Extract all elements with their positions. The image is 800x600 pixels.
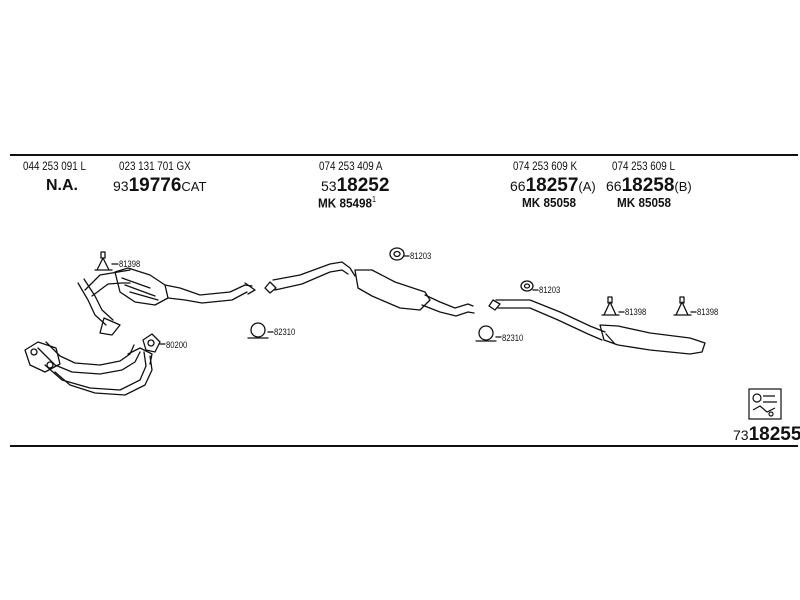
callout-hanger-rear-2: 81398 — [697, 307, 719, 317]
top-rule — [10, 154, 798, 156]
callout-hanger-rear-1: 81398 — [625, 307, 647, 317]
article-18252: 5318252 — [321, 176, 389, 195]
mk-reference-85058-b: MK 85058 — [617, 196, 671, 209]
article-suffix: (A) — [578, 179, 596, 194]
mk-prefix: MK — [522, 195, 541, 210]
rubber-hanger-rear-2 — [673, 296, 697, 316]
callout-ring-rear: 81203 — [539, 285, 561, 295]
callout-clamp-middle: 82310 — [274, 327, 296, 337]
article-suffix: CAT — [181, 179, 207, 194]
rubber-hanger-rear-1 — [601, 296, 625, 316]
sealing-ring-middle — [389, 247, 410, 261]
mk-reference-85498: MK 854981 — [318, 195, 377, 211]
front-downpipe — [24, 341, 153, 396]
callout-ring-middle: 81203 — [410, 251, 432, 261]
mk-prefix: MK — [617, 195, 636, 210]
article-number: 18257 — [525, 175, 579, 196]
mk-number: 85058 — [543, 195, 576, 210]
kit-article-18255: 7318255 — [733, 425, 800, 444]
rubber-hanger-front — [94, 251, 119, 271]
part-number-074-253-609-k: 074 253 609 K — [513, 159, 578, 173]
callout-clamp-rear: 82310 — [502, 333, 524, 343]
gasket-front — [142, 333, 166, 353]
middle-silencer — [264, 261, 475, 317]
article-prefix: 66 — [606, 178, 622, 194]
mk-number: 85498 — [339, 195, 372, 211]
article-prefix: 66 — [510, 178, 526, 194]
mk-prefix: MK — [318, 195, 337, 211]
kit-article-number: 18255 — [748, 424, 800, 445]
article-number: 18258 — [621, 175, 675, 196]
clamp-middle — [247, 322, 274, 339]
mk-reference-85058-a: MK 85058 — [522, 196, 576, 209]
article-18257: 6618257(A) — [510, 176, 596, 195]
part-number-023-131-701-gx: 023 131 701 GX — [119, 159, 191, 173]
clamp-rear — [475, 325, 502, 342]
bottom-rule — [10, 445, 798, 447]
article-prefix: 53 — [321, 178, 337, 194]
sealing-ring-rear — [520, 280, 539, 292]
callout-gasket-front: 80200 — [166, 340, 188, 350]
catalytic-converter — [77, 267, 256, 336]
rear-silencer — [488, 299, 706, 355]
kit-prefix: 73 — [733, 427, 749, 443]
callout-hanger-front: 81398 — [119, 259, 141, 269]
mounting-kit-icon — [748, 388, 782, 420]
part-number-074-253-409-a: 074 253 409 A — [319, 159, 383, 173]
not-available-label: N.A. — [46, 177, 78, 194]
part-number-044-253-091-l: 044 253 091 L — [23, 159, 86, 173]
mk-footnote: 1 — [372, 195, 377, 204]
article-number: 19776 — [128, 175, 182, 196]
part-number-074-253-609-l: 074 253 609 L — [612, 159, 675, 173]
article-suffix: (B) — [674, 179, 692, 194]
article-19776: 9319776CAT — [113, 176, 206, 195]
article-18258: 6618258(B) — [606, 176, 692, 195]
mk-number: 85058 — [638, 195, 671, 210]
article-prefix: 93 — [113, 178, 129, 194]
article-number: 18252 — [336, 175, 390, 196]
